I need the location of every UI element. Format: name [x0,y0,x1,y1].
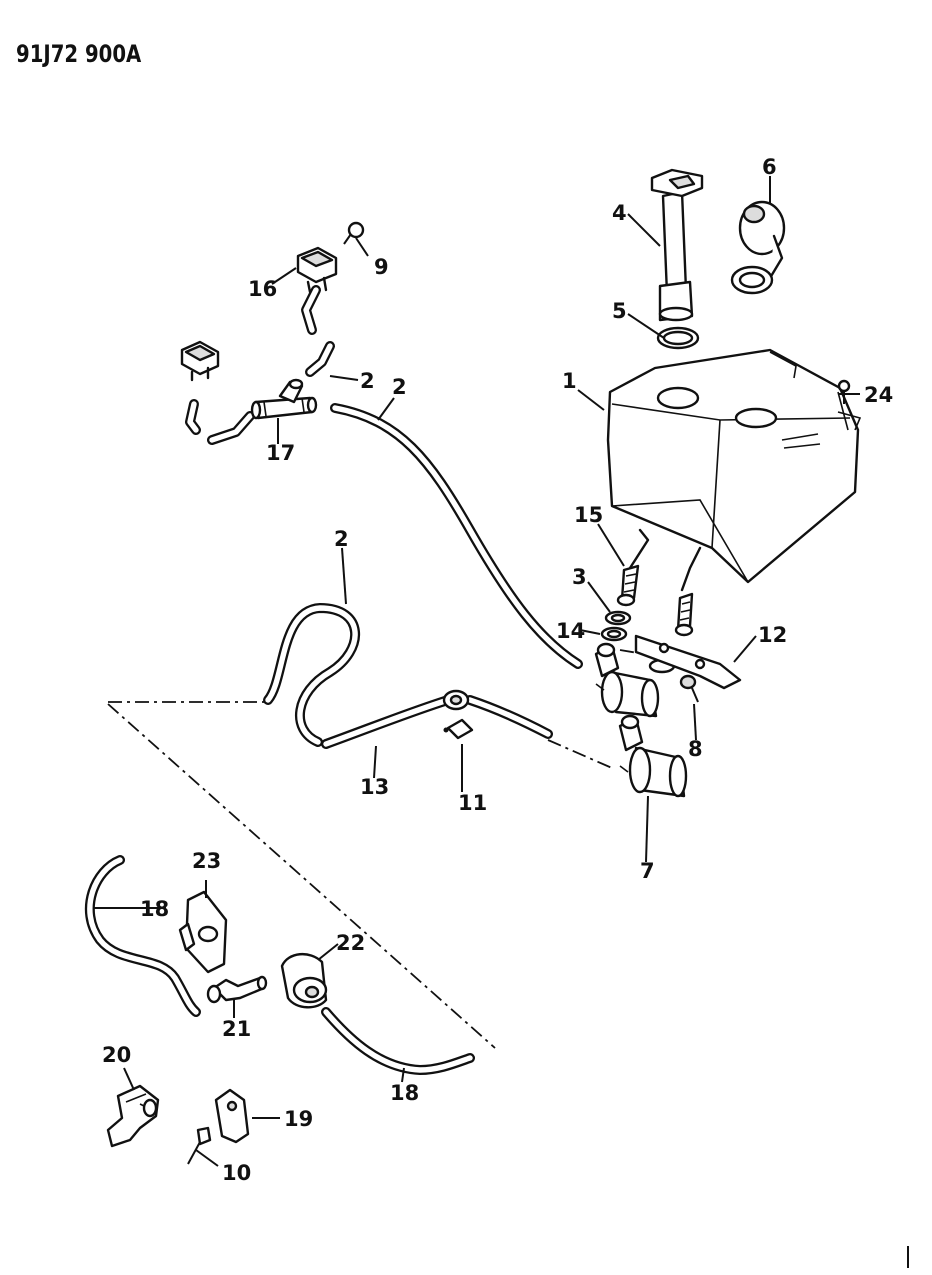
callout-14: 14 [556,619,585,643]
filler-neck [650,168,704,322]
check-valve [443,718,474,740]
tee-connector [250,378,318,420]
callout-24: 24 [864,383,893,407]
nozzle-hoses [185,285,335,445]
hose-clip [106,1084,160,1148]
rivet [187,1126,212,1165]
nozzle-screw [343,221,365,245]
callout-16: 16 [248,277,277,301]
bracket-screw [679,674,699,703]
washer-reservoir [606,348,862,592]
callout-6: 6 [762,155,777,179]
elbow-fitting [206,975,268,1004]
seal-3 [604,610,632,626]
large-grommet [280,953,328,1009]
reference-line-lower [107,703,496,1049]
retainer [214,1088,250,1144]
callout-5: 5 [612,299,627,323]
callout-2-b: 2 [392,375,407,399]
hose-main [330,403,583,669]
filler-gasket [656,326,700,350]
hose-18-lower [321,1007,475,1075]
diagram-title: 91J72 900A [16,40,142,68]
callout-9: 9 [374,255,389,279]
callout-12: 12 [758,623,787,647]
pump-bracket [634,634,742,690]
callout-13: 13 [360,775,389,799]
callout-7: 7 [640,859,655,883]
callout-1: 1 [562,369,577,393]
callout-2-c: 2 [334,527,349,551]
pump-grommet-left [616,564,640,607]
callout-10: 10 [222,1161,251,1185]
callout-18-b: 18 [390,1081,419,1105]
hose-18-left [84,855,201,1017]
washer-pump-upper [594,642,660,718]
check-valve-inline [442,689,470,711]
reference-line-pump [547,739,613,769]
callout-3: 3 [572,565,587,589]
callout-8: 8 [688,737,703,761]
callout-22: 22 [336,931,365,955]
callout-23: 23 [192,849,221,873]
washer-pump-lower [618,714,688,798]
washer-nozzle-right [296,246,338,294]
leader-lines [94,176,860,1167]
reservoir-cap [730,200,786,295]
mounting-plate [178,890,228,974]
callout-17: 17 [266,441,295,465]
hose-13 [321,695,553,749]
seal-14 [600,626,628,642]
callout-19: 19 [284,1107,313,1131]
callout-11: 11 [458,791,487,815]
washer-nozzle-left [180,340,220,382]
callout-2-a: 2 [360,369,375,393]
callout-15: 15 [574,503,603,527]
hose-loop [263,603,360,747]
callout-18-a: 18 [140,897,169,921]
mounting-screw [837,379,851,404]
callout-21: 21 [222,1017,251,1041]
pump-grommet-right [674,592,694,637]
callout-4: 4 [612,201,627,225]
callout-20: 20 [102,1043,131,1067]
